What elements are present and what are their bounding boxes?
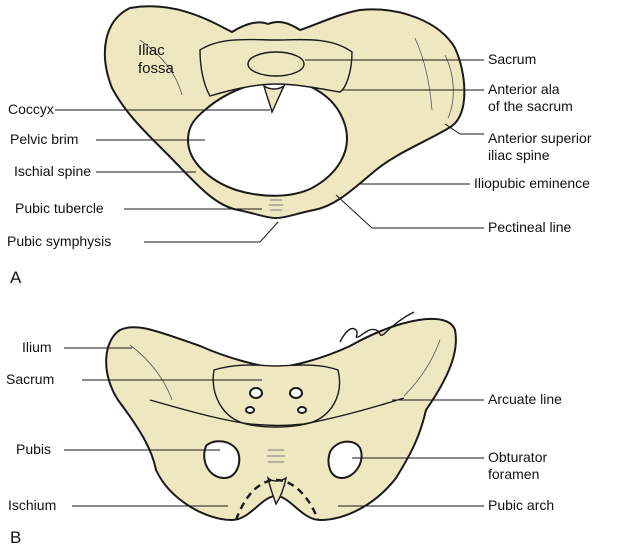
pelvis-superior-view — [103, 5, 466, 219]
sacrum-b — [212, 364, 341, 428]
pelvis-anterior-view — [105, 311, 457, 521]
label-pubis: Pubis — [16, 441, 52, 457]
label-pubic-tubercle: Pubic tubercle — [15, 200, 104, 216]
label-ischial-spine: Ischial spine — [14, 163, 92, 179]
pubic-arch-line — [234, 478, 320, 521]
label-asis: Anterior superior iliac spine — [488, 130, 592, 163]
label-pelvic-brim: Pelvic brim — [10, 131, 79, 147]
sacral-foramen-right-2 — [297, 406, 307, 414]
label-pubic-arch: Pubic arch — [488, 497, 555, 513]
label-coccyx: Coccyx — [8, 101, 54, 117]
sacral-foramen-left-2 — [245, 406, 255, 414]
label-arcuate-line: Arcuate line — [488, 391, 562, 407]
label-iliopubic-eminence: Iliopubic eminence — [474, 175, 590, 191]
leaders-b — [64, 347, 484, 507]
label-obturator-foramen: Obturator foramen — [488, 449, 548, 482]
obturator-foramen-left — [203, 440, 241, 480]
label-ilium: Ilium — [22, 339, 52, 355]
label-anterior-ala: Anterior ala of the sacrum — [488, 81, 573, 114]
label-sacrum-b: Sacrum — [6, 371, 55, 387]
iliac-fossa-label: Iliac fossa — [138, 42, 174, 77]
sacral-promontory — [247, 51, 305, 77]
artist-signature — [339, 311, 415, 343]
sacral-foramen-right — [289, 387, 303, 399]
coccyx-a — [262, 83, 286, 115]
panel-label-a: A — [10, 268, 22, 287]
arcuate-line — [149, 397, 405, 427]
label-pectineal-line: Pectineal line — [488, 219, 572, 235]
leaders-a — [55, 59, 484, 243]
obturator-foramen-right — [327, 440, 363, 480]
label-ischium: Ischium — [8, 497, 57, 513]
label-sacrum-a: Sacrum — [488, 51, 537, 67]
panel-label-b: B — [10, 528, 22, 547]
label-pubic-symphysis: Pubic symphysis — [7, 233, 112, 249]
sacral-foramen-left — [249, 387, 263, 399]
